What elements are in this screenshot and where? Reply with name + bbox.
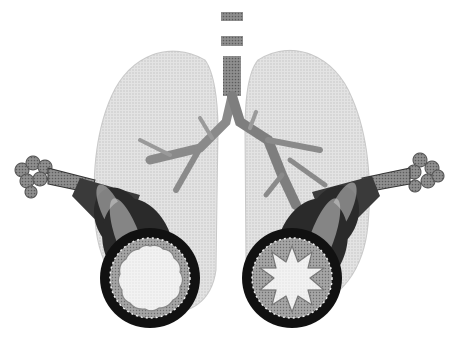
- normal-airway-lumen: [118, 245, 182, 310]
- right-alveoli-cluster: [407, 153, 444, 192]
- left-alveoli-cluster: [15, 156, 52, 198]
- trachea: [221, 12, 243, 96]
